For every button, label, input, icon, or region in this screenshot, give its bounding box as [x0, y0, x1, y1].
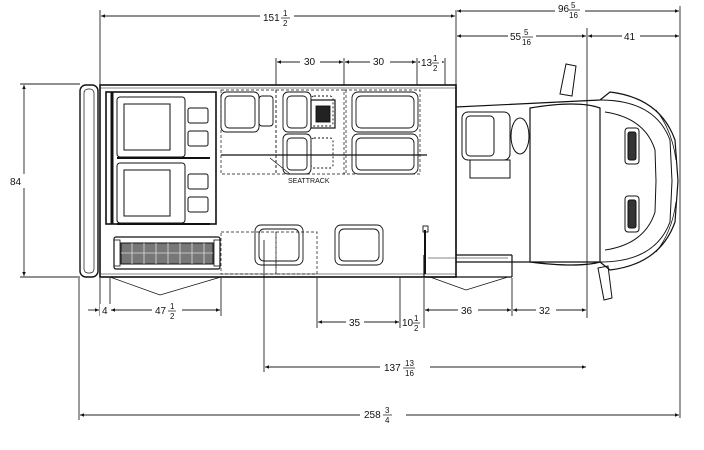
wheelchair-lift — [113, 236, 221, 270]
svg-text:4: 4 — [385, 416, 390, 425]
svg-text:13: 13 — [421, 58, 433, 69]
dimension-lines — [20, 6, 681, 420]
passenger-seats — [220, 89, 429, 275]
seat-pair-2 — [282, 91, 334, 175]
dim-mid-35: 35 — [349, 318, 361, 329]
svg-text:55: 55 — [510, 32, 522, 43]
dim-seat-30-a: 30 — [304, 57, 316, 68]
dim-seat-13: 13 1 2 — [421, 54, 439, 73]
dim-span-137: 137 13 16 — [384, 359, 415, 378]
svg-text:2: 2 — [414, 324, 419, 333]
svg-text:16: 16 — [522, 38, 531, 47]
svg-text:3: 3 — [385, 406, 390, 415]
dim-width-84: 84 — [10, 177, 22, 188]
wheelchair-upper — [116, 96, 210, 159]
svg-text:16: 16 — [569, 11, 578, 20]
wheelchair-lower — [116, 162, 210, 225]
dim-front-inner: 55 5 16 — [510, 28, 533, 47]
seat-lower-1 — [254, 224, 304, 266]
svg-text:13: 13 — [405, 359, 414, 368]
svg-text:1: 1 — [283, 9, 288, 18]
svg-text:10: 10 — [402, 318, 414, 329]
svg-text:5: 5 — [524, 28, 529, 37]
seat-lower-2 — [334, 224, 384, 266]
seattrack-label: SEATTRACK — [288, 178, 330, 185]
svg-text:137: 137 — [384, 363, 401, 374]
svg-text:16: 16 — [405, 369, 414, 378]
dim-front-32: 32 — [539, 306, 551, 317]
dim-front-41: 41 — [624, 32, 636, 43]
svg-text:151: 151 — [263, 13, 280, 24]
dim-mid-10: 10 1 2 — [402, 314, 420, 333]
svg-text:258: 258 — [364, 410, 381, 421]
svg-text:5: 5 — [571, 1, 576, 10]
dim-seat-30-b: 30 — [373, 57, 385, 68]
dim-rear-4: 4 — [102, 306, 108, 317]
dim-door-36: 36 — [461, 306, 473, 317]
seat-pair-3 — [351, 91, 419, 175]
svg-text:96: 96 — [558, 4, 570, 15]
svg-text:1: 1 — [414, 314, 419, 323]
dim-rear-47: 47 1 2 — [155, 302, 176, 321]
dim-overall-top: 151 1 2 — [263, 9, 290, 28]
svg-text:1: 1 — [433, 54, 438, 63]
vehicle-cab — [461, 63, 677, 301]
seat-pair-1 — [220, 91, 274, 133]
svg-text:2: 2 — [170, 312, 175, 321]
wheelchair-positions — [105, 91, 221, 270]
dim-front-top: 96 5 16 — [558, 1, 580, 20]
svg-text:2: 2 — [283, 19, 288, 28]
svg-text:1: 1 — [170, 302, 175, 311]
svg-text:47: 47 — [155, 306, 167, 317]
seattrack-callout: SEATTRACK — [269, 157, 330, 185]
svg-text:2: 2 — [433, 64, 438, 73]
dim-overall-258: 258 3 4 — [364, 406, 392, 425]
